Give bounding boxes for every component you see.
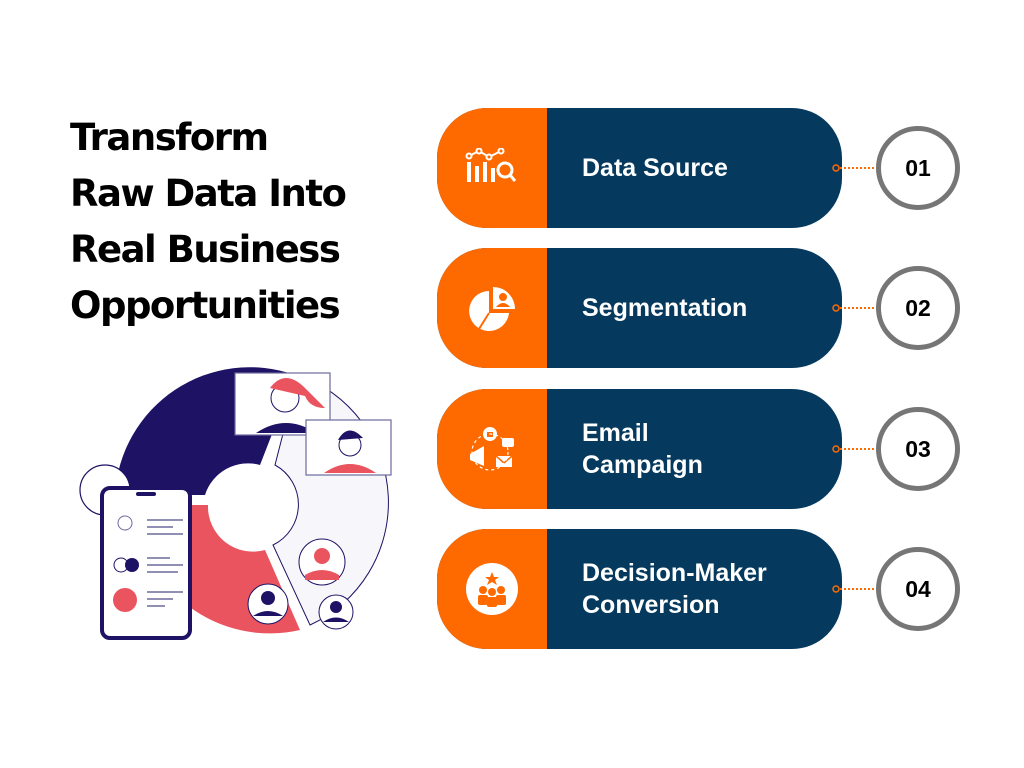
- dotted-connector: [832, 164, 877, 172]
- dotted-connector: [832, 304, 877, 312]
- dotted-connector: [832, 445, 877, 453]
- step-card-decision-maker-conversion: Decision-Maker Conversion: [437, 529, 842, 649]
- step-number-badge: 03: [876, 407, 960, 491]
- page-title: Transform Raw Data Into Real Business Op…: [70, 110, 410, 334]
- step-label: Email Campaign: [582, 419, 703, 479]
- step-label: Data Source: [582, 154, 728, 182]
- step-number-badge: 02: [876, 266, 960, 350]
- step-number: 01: [905, 154, 931, 181]
- title-line: Real Business: [70, 228, 341, 271]
- step-label: Decision-Maker Conversion: [582, 559, 767, 619]
- step-card-data-source: Data Source: [437, 108, 842, 228]
- step-number: 04: [905, 575, 931, 602]
- step-label: Segmentation: [582, 294, 748, 322]
- step-number-badge: 04: [876, 547, 960, 631]
- megaphone-email-icon: [437, 389, 547, 509]
- avatar: [318, 594, 354, 630]
- step-card-email-campaign: Email Campaign: [437, 389, 842, 509]
- title-line: Raw Data Into: [70, 172, 347, 215]
- step-card-segmentation: Segmentation: [437, 248, 842, 368]
- avatar: [298, 538, 346, 586]
- step-number: 03: [905, 435, 931, 462]
- title-line: Transform: [70, 116, 269, 159]
- pie-chart-user-icon: [437, 248, 547, 368]
- data-segmentation-illustration: [79, 367, 392, 640]
- title-line: Opportunities: [70, 284, 341, 327]
- avatar: [247, 583, 289, 625]
- step-number: 02: [905, 294, 931, 321]
- step-number-badge: 01: [876, 126, 960, 210]
- dotted-connector: [832, 585, 877, 593]
- team-star-icon: [437, 529, 547, 649]
- chart-magnifier-icon: [437, 108, 547, 228]
